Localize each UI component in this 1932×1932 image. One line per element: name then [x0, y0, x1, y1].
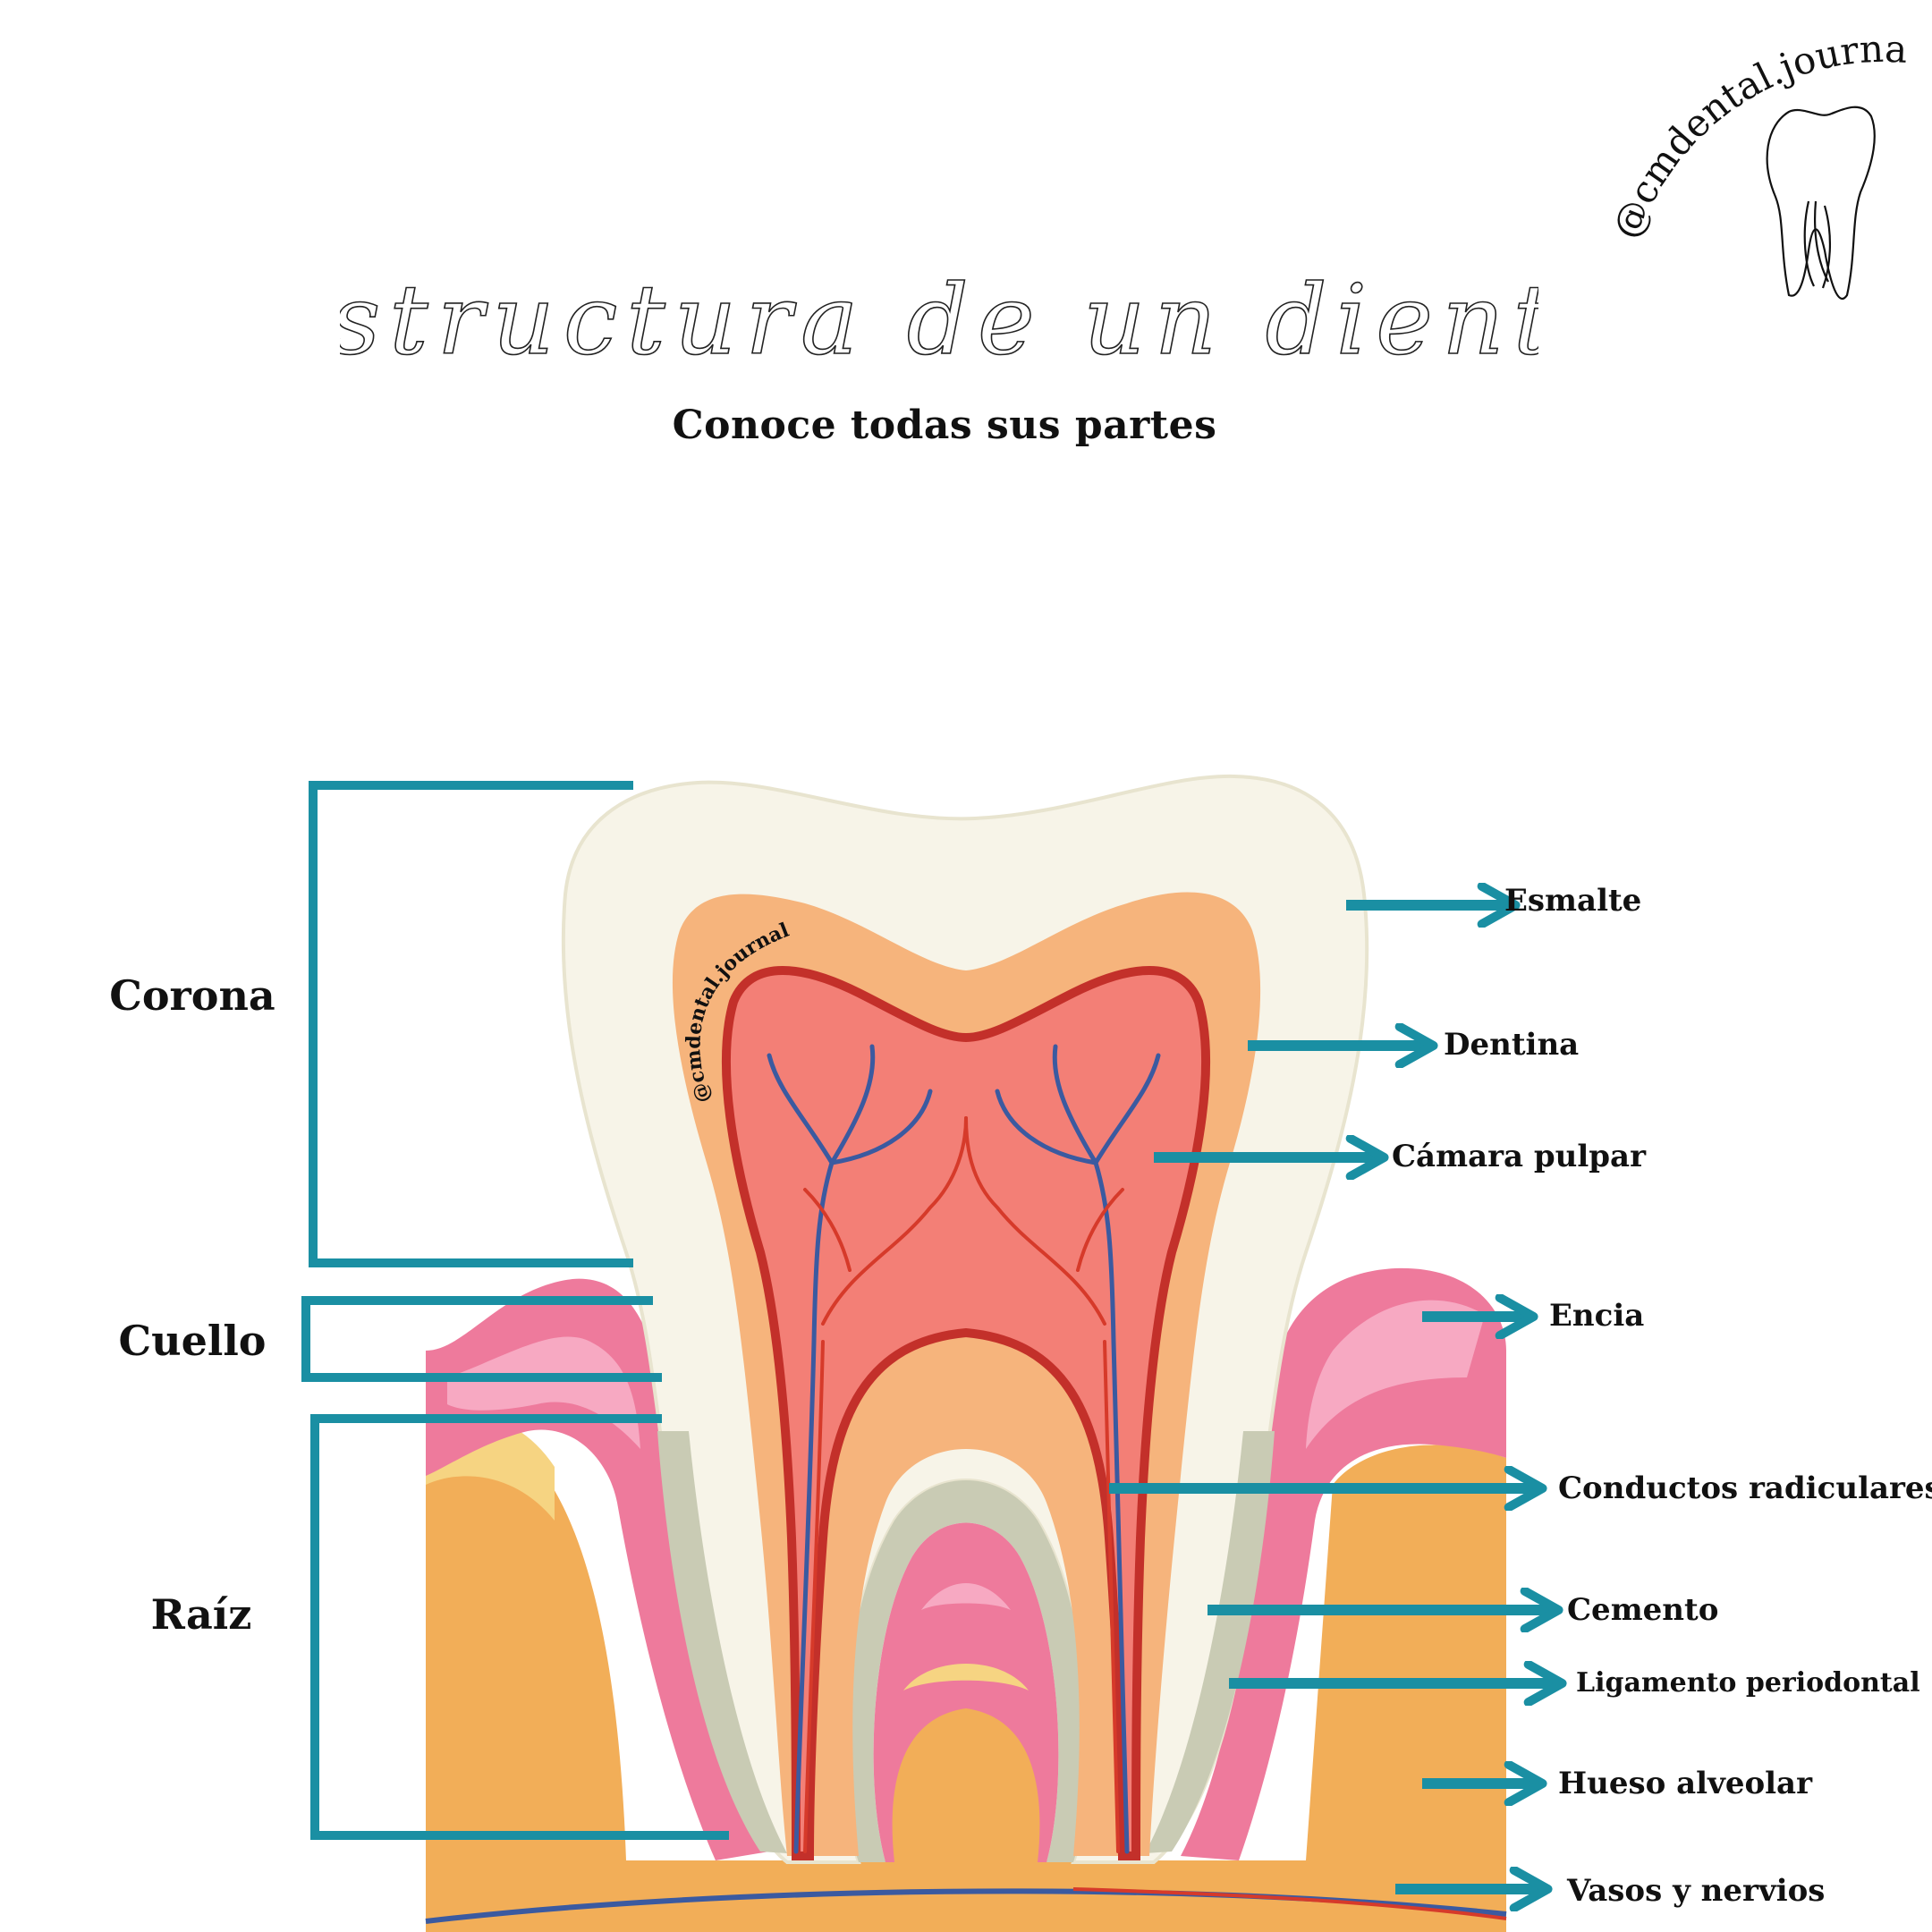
part-label-dentina: Dentina [1444, 1027, 1580, 1063]
part-label-vasos-y-nervios: Vasos y nervios [1567, 1873, 1826, 1909]
pulp [721, 966, 1211, 1860]
tooth-icon [1766, 106, 1876, 301]
page-title: Estructura de un diente [249, 250, 1619, 402]
brand-logo: @cmdental.journal [1604, 0, 1908, 301]
base-vessels [425, 1887, 1507, 1924]
part-label-cemento: Cemento [1567, 1592, 1719, 1628]
part-label-encia: Encia [1549, 1298, 1645, 1334]
part-label-camara-pulpar: Cámara pulpar [1392, 1139, 1647, 1174]
region-label-cuello: Cuello [118, 1317, 267, 1365]
bracket-cuello [301, 1296, 662, 1382]
blood-vessels [767, 1044, 1161, 1854]
title-lettering: Estructura de un diente [249, 264, 1619, 377]
label-arrows [1109, 905, 1560, 1889]
region-label-corona: Corona [109, 971, 275, 1020]
gum-left [426, 1278, 769, 1860]
cementum [657, 1431, 1275, 1862]
bracket-corona [309, 781, 633, 1267]
bracket-raiz [310, 1414, 729, 1840]
part-label-hueso-alveolar: Hueso alveolar [1558, 1766, 1813, 1801]
part-label-conductos-radiculares: Conductos radiculares [1558, 1470, 1932, 1506]
page-subtitle: Conoce todas sus partes [672, 402, 1217, 448]
part-label-esmalte: Esmalte [1504, 883, 1642, 919]
gum-right [1181, 1267, 1506, 1860]
region-brackets [301, 781, 729, 1840]
region-label-raiz: Raíz [150, 1590, 252, 1639]
brand-watermark: @cmdental.journal [1604, 0, 1914, 313]
page-title-text: Estructura de un diente [340, 265, 1538, 377]
part-label-ligamento-periodontal: Ligamento periodontal [1576, 1667, 1920, 1699]
